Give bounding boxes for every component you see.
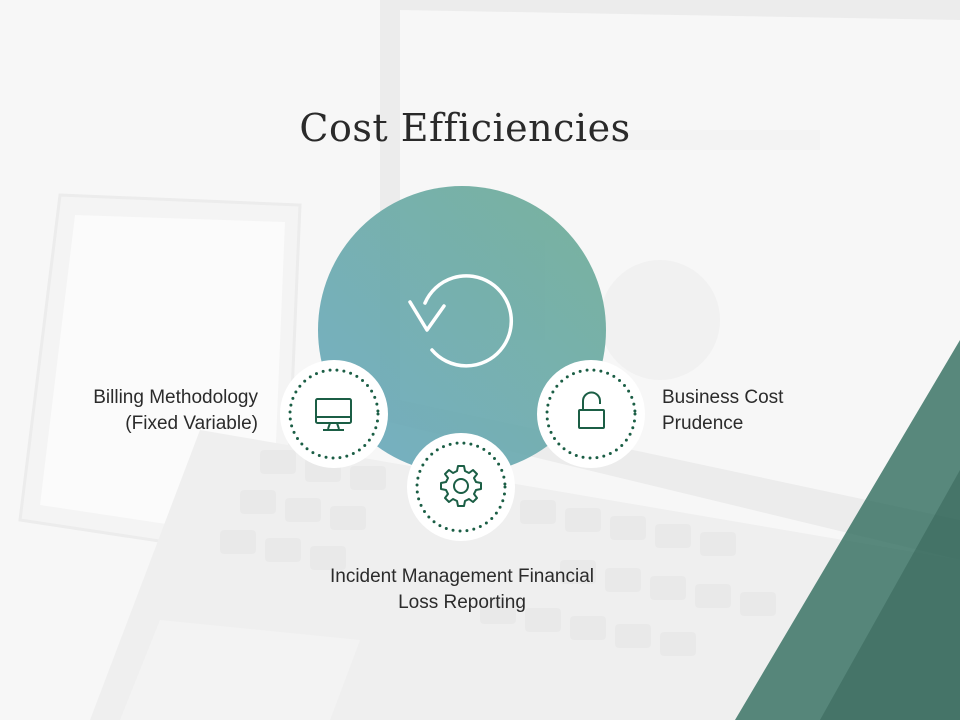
label-left-line2: (Fixed Variable) <box>125 413 258 434</box>
unlock-icon <box>578 391 605 429</box>
label-right-line1: Business Cost <box>662 387 784 408</box>
bottom-node-backdrop <box>407 433 515 541</box>
page-title: Cost Efficiencies <box>299 106 631 150</box>
right-node-backdrop <box>537 360 645 468</box>
label-incident-management: Incident Management Financial Loss Repor… <box>290 564 634 616</box>
gear-icon <box>440 465 482 507</box>
refresh-cycle-icon <box>408 274 514 368</box>
monitor-icon <box>315 398 352 431</box>
label-billing-methodology: Billing Methodology (Fixed Variable) <box>28 385 258 437</box>
label-left-line1: Billing Methodology <box>93 387 258 408</box>
label-bottom-line2: Loss Reporting <box>398 592 526 613</box>
label-bottom-line1: Incident Management Financial <box>329 566 595 587</box>
bottom-node <box>415 441 507 533</box>
label-right-line2: Prudence <box>662 413 744 434</box>
left-node <box>288 368 380 460</box>
center-circle <box>318 186 606 474</box>
right-node <box>545 368 637 460</box>
label-business-cost-prudence: Business Cost Prudence <box>662 385 862 437</box>
left-node-backdrop <box>280 360 388 468</box>
